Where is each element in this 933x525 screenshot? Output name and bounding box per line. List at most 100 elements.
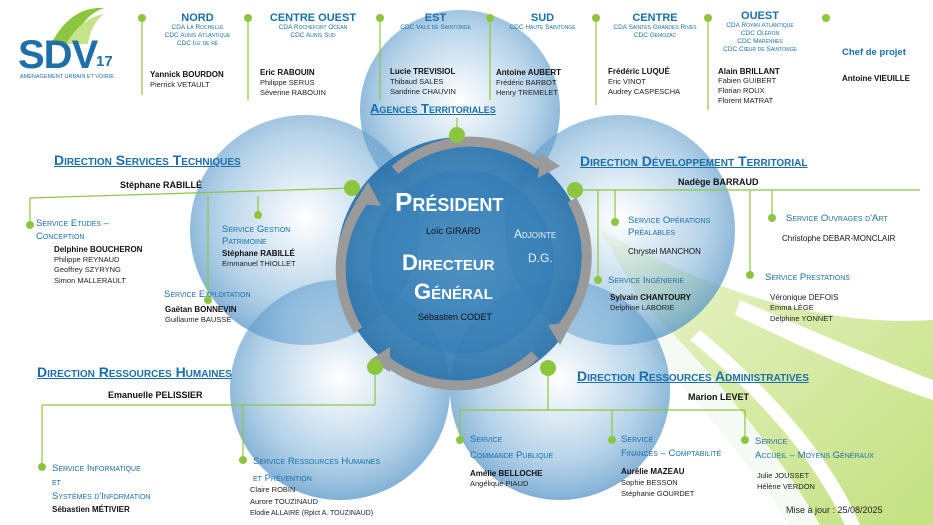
agency-lead: Lucie TREVISIOL [390, 67, 456, 76]
agency-member: Henry TREMELET [496, 88, 558, 97]
agency-nord: NORD CDA La Rochelle CDC Aunis Atlantiqu… [150, 12, 245, 48]
service-title: Préalables [628, 227, 676, 238]
adjointe-dg-label: D.G. [528, 251, 553, 265]
service-member: Aurore TOUZINAUD [250, 497, 319, 506]
service-title: Service Ressources Humaines [253, 456, 381, 467]
agency-member: Eric VINOT [608, 77, 646, 86]
service-title: et Prévention [253, 473, 312, 484]
agency-lead: Alain BRILLANT [718, 67, 780, 76]
agency-lead: Frédéric LUQUÉ [608, 67, 670, 76]
service-member: Angélique PIAUD [470, 479, 529, 488]
chef-projet-title: Chef de projet [842, 47, 906, 58]
agency-name: OUEST [741, 10, 779, 22]
service-member: Philippe REYNAUD [54, 255, 120, 264]
service-title: et [52, 477, 61, 488]
agency-name: CENTRE OUEST [269, 12, 357, 24]
president-title: Président [395, 187, 504, 217]
agency-centre-ouest: CENTRE OUEST CDA Rochefort Océan CDC Aun… [258, 12, 368, 40]
directeur-title: Directeur [402, 250, 495, 275]
dra-title: Direction Ressources Administratives [577, 368, 809, 384]
general-title: Général [414, 279, 493, 304]
service-member: Delphine YONNET [770, 314, 833, 323]
agency-member: Philippe SERUS [260, 78, 315, 87]
logo-number: 17 [96, 53, 113, 70]
adjointe-label: Adjointe [514, 227, 557, 241]
agency-name: SUD [530, 12, 555, 24]
service-title: Patrimoine [222, 236, 267, 247]
agency-lead: Yannick BOURDON [150, 70, 224, 79]
agency-ouest: OUEST CDA Royan Atlantique CDC Oléron CD… [712, 10, 808, 55]
agency-member: Audrey CASPESCHA [608, 87, 681, 96]
service-lead: Christophe DEBAR-MONCLAIR [782, 234, 896, 243]
service-title: Systèmes d'Information [52, 491, 151, 502]
service-title: Service Prestations [765, 272, 850, 283]
logo-swoosh-icon [51, 7, 104, 44]
service-member: Julie JOUSSET [757, 471, 810, 480]
service-lead: Amélie BELLOCHE [470, 469, 543, 478]
agency-name: NORD [181, 12, 214, 24]
service-title: Service [621, 434, 654, 445]
agency-name: CENTRE [632, 12, 678, 24]
dst-title: Direction Services Techniques [54, 152, 241, 168]
agency-est: EST CDC Vals de Saintonge [388, 12, 483, 32]
logo-tagline: AMÉNAGEMENT URBAIN ET VOIRIE [20, 74, 114, 80]
agency-member: Florent MATRAT [718, 96, 774, 105]
agency-member: Frédéric BARBOT [496, 78, 557, 87]
agences-title: Agences Territoriales [370, 101, 496, 116]
service-lead: Chrystel MANCHON [628, 247, 701, 256]
agency-sub: CDA Rochefort Océan [278, 24, 348, 31]
agency-sub: CDC Oléron [740, 30, 780, 38]
logo: SDV 17 AMÉNAGEMENT URBAIN ET VOIRIE [18, 7, 118, 80]
agency-sub: CDC Aunis Sud [290, 32, 336, 40]
service-title: Service [470, 434, 503, 445]
drh-title: Direction Ressources Humaines [37, 364, 232, 380]
service-title: Conception [36, 231, 85, 242]
service-member: Guillaume BAUSSE [165, 315, 232, 324]
service-member: Sophie BESSON [621, 478, 678, 487]
service-title: Service Gestion [222, 224, 291, 235]
drh-leader: Emanuelle PELISSIER [108, 390, 203, 400]
agency-name: EST [424, 12, 447, 24]
service-lead: Sylvain CHANTOURY [610, 293, 691, 302]
service-title: Service Etudes – [36, 218, 109, 229]
service-title: Service Opérations [628, 215, 711, 226]
service-member: Hélène VERDON [757, 482, 815, 491]
agency-member: Sandrine CHAUVIN [390, 87, 456, 96]
directeur-name: Sébastien CODET [418, 312, 493, 322]
agency-sub: CDC Cœur de Saintonge [723, 46, 797, 54]
agency-lead: Antoine AUBERT [496, 68, 562, 77]
agency-sub: CDC Ile de ré [176, 40, 219, 48]
agency-member: Pierrick VETAULT [150, 80, 210, 89]
service-title: Service Ouvrages d'Art [786, 213, 888, 224]
agency-sub: CDA Saintes Grandes Rives [613, 24, 697, 31]
service-title: Service Exploitation [164, 289, 251, 300]
service-member: Stéphanie GOURDET [621, 489, 695, 498]
update-date: Mise à jour : 25/08/2025 [786, 505, 883, 515]
service-title: Service [755, 436, 788, 447]
agency-sub: CDC Gemozac [633, 32, 677, 40]
agency-sub: CDC Marennes [737, 38, 783, 46]
agency-sub: CDC Vals de Saintonge [400, 24, 471, 31]
service-title: Service Informatique [52, 463, 141, 474]
president-name: Loïc GIRARD [426, 226, 481, 236]
agency-sub: CDC Aunis Atlantique [164, 32, 231, 40]
dra-leader: Marion LEVET [688, 392, 750, 402]
service-lead: Aurélie MAZEAU [621, 467, 685, 476]
cycle-arrows [335, 136, 592, 391]
agency-sub: CDC Haute Saintonge [509, 24, 576, 31]
service-member: Simon MALLERAULT [54, 276, 126, 285]
agency-centre: CENTRE CDA Saintes Grandes Rives CDC Gem… [600, 12, 710, 40]
service-title: Accueil – Moyens Généraux [755, 450, 874, 461]
service-lead: Véronique DEFOIS [770, 293, 839, 302]
agency-lead: Eric RABOUIN [260, 68, 315, 77]
service-member: Claire ROBIN [250, 485, 296, 494]
cycle-arrowheads [355, 153, 572, 372]
service-lead: Stéphane RABILLÉ [222, 249, 295, 258]
service-title: Commande Publique [470, 450, 554, 461]
ddt-leader: Nadège BARRAUD [678, 177, 759, 187]
service-title: Service Ingénierie [608, 275, 685, 286]
service-title: Finances – Comptabilité [621, 448, 722, 459]
service-lead: Sébastien MÉTIVIER [52, 505, 130, 514]
service-lead: Delphine BOUCHERON [54, 245, 143, 254]
